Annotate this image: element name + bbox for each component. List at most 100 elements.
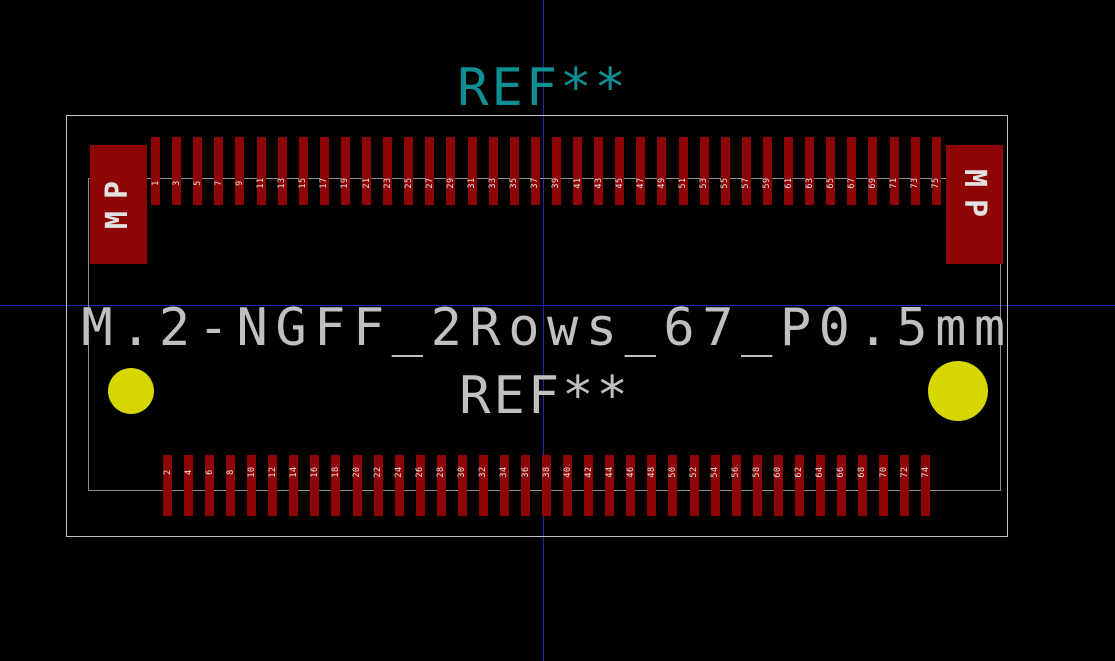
pad-7[interactable]: 7 — [214, 137, 224, 205]
pad-15[interactable]: 15 — [298, 137, 308, 205]
pad-31[interactable]: 31 — [467, 137, 477, 205]
pad-19[interactable]: 19 — [340, 137, 350, 205]
mounting-pad-right[interactable]: MP — [946, 145, 1003, 264]
pad-42[interactable]: 42 — [583, 455, 593, 516]
pad-52[interactable]: 52 — [689, 455, 699, 516]
pad-number: 29 — [445, 177, 456, 189]
pad-48[interactable]: 48 — [647, 455, 657, 516]
pad-63[interactable]: 63 — [804, 137, 814, 205]
pad-9[interactable]: 9 — [234, 137, 245, 205]
pad-66[interactable]: 66 — [836, 455, 846, 516]
pad-number: 25 — [403, 177, 414, 189]
pad-23[interactable]: 23 — [382, 137, 392, 205]
pad-24[interactable]: 24 — [394, 455, 404, 516]
pad-number: 12 — [267, 466, 278, 478]
pad-67[interactable]: 67 — [847, 137, 857, 205]
pad-20[interactable]: 20 — [352, 455, 362, 516]
pad-60[interactable]: 60 — [773, 455, 783, 516]
pad-37[interactable]: 37 — [530, 137, 540, 205]
pad-17[interactable]: 17 — [319, 137, 329, 205]
pad-38[interactable]: 38 — [541, 455, 551, 516]
pad-68[interactable]: 68 — [857, 455, 867, 516]
pad-57[interactable]: 57 — [741, 137, 751, 205]
mounting-hole-right[interactable] — [928, 361, 988, 421]
pad-16[interactable]: 16 — [310, 455, 320, 516]
pad-34[interactable]: 34 — [499, 455, 509, 516]
pad-56[interactable]: 56 — [730, 455, 741, 516]
pad-41[interactable]: 41 — [572, 137, 582, 205]
pad-11[interactable]: 11 — [256, 137, 266, 205]
pad-27[interactable]: 27 — [425, 137, 435, 205]
pad-49[interactable]: 49 — [657, 137, 667, 205]
pad-55[interactable]: 55 — [720, 137, 730, 205]
pad-40[interactable]: 40 — [562, 455, 572, 516]
pad-43[interactable]: 43 — [593, 137, 603, 205]
pad-64[interactable]: 64 — [815, 455, 825, 516]
pad-26[interactable]: 26 — [414, 455, 425, 516]
pad-5[interactable]: 5 — [192, 137, 202, 205]
pad-1[interactable]: 1 — [150, 137, 160, 205]
pad-10[interactable]: 10 — [246, 455, 257, 516]
pad-62[interactable]: 62 — [794, 455, 804, 516]
pad-35[interactable]: 35 — [509, 137, 519, 205]
pad-65[interactable]: 65 — [825, 137, 836, 205]
pad-71[interactable]: 71 — [889, 137, 899, 205]
pad-69[interactable]: 69 — [868, 137, 878, 205]
pad-53[interactable]: 53 — [699, 137, 709, 205]
pad-72[interactable]: 72 — [899, 455, 910, 516]
pad-12[interactable]: 12 — [267, 455, 278, 516]
pad-51[interactable]: 51 — [678, 137, 688, 205]
pad-25[interactable]: 25 — [403, 137, 414, 205]
pad-number: 65 — [825, 177, 836, 189]
pad-47[interactable]: 47 — [635, 137, 646, 205]
pad-28[interactable]: 28 — [436, 455, 446, 516]
pad-74[interactable]: 74 — [920, 455, 930, 516]
pad-36[interactable]: 36 — [520, 455, 530, 516]
pad-number: 3 — [171, 180, 182, 186]
pad-30[interactable]: 30 — [457, 455, 468, 516]
pad-number: 30 — [457, 466, 468, 478]
pad-61[interactable]: 61 — [783, 137, 793, 205]
pad-13[interactable]: 13 — [277, 137, 287, 205]
pad-46[interactable]: 46 — [626, 455, 636, 516]
pad-number: 2 — [162, 469, 173, 475]
pad-2[interactable]: 2 — [162, 455, 173, 516]
courtyard-outline — [66, 115, 1008, 537]
mounting-hole-left[interactable] — [108, 368, 154, 414]
pad-29[interactable]: 29 — [445, 137, 456, 205]
pad-58[interactable]: 58 — [752, 455, 762, 516]
footprint-value-text[interactable]: M.2-NGFF_2Rows_67_P0.5mm — [81, 298, 1013, 358]
pad-50[interactable]: 50 — [668, 455, 678, 516]
pad-21[interactable]: 21 — [361, 137, 371, 205]
pad-39[interactable]: 39 — [551, 137, 562, 205]
pad-number: 56 — [730, 466, 741, 478]
pad-4[interactable]: 4 — [183, 455, 193, 516]
pad-32[interactable]: 32 — [478, 455, 489, 516]
pad-70[interactable]: 70 — [878, 455, 888, 516]
pad-8[interactable]: 8 — [225, 455, 235, 516]
pad-number: 33 — [487, 177, 498, 189]
pad-number: 47 — [635, 177, 646, 189]
pad-number: 32 — [478, 466, 489, 478]
pad-59[interactable]: 59 — [762, 137, 772, 205]
pad-73[interactable]: 73 — [910, 137, 920, 205]
pad-3[interactable]: 3 — [171, 137, 182, 205]
reference-text[interactable]: REF** — [457, 58, 629, 118]
pad-number: 39 — [551, 177, 562, 189]
pad-number: 26 — [414, 466, 425, 478]
mounting-pad-left[interactable]: MP — [90, 145, 147, 264]
fab-reference-text[interactable]: REF** — [459, 366, 631, 426]
pad-22[interactable]: 22 — [373, 455, 383, 516]
pad-75[interactable]: 75 — [931, 137, 941, 205]
pad-6[interactable]: 6 — [204, 455, 214, 516]
pad-number: 9 — [234, 180, 245, 186]
pad-number: 72 — [899, 466, 910, 478]
pad-18[interactable]: 18 — [331, 455, 341, 516]
pad-44[interactable]: 44 — [605, 455, 615, 516]
pad-14[interactable]: 14 — [289, 455, 299, 516]
pad-54[interactable]: 54 — [710, 455, 720, 516]
pad-number: 10 — [246, 466, 257, 478]
pad-45[interactable]: 45 — [614, 137, 624, 205]
pad-33[interactable]: 33 — [487, 137, 498, 205]
